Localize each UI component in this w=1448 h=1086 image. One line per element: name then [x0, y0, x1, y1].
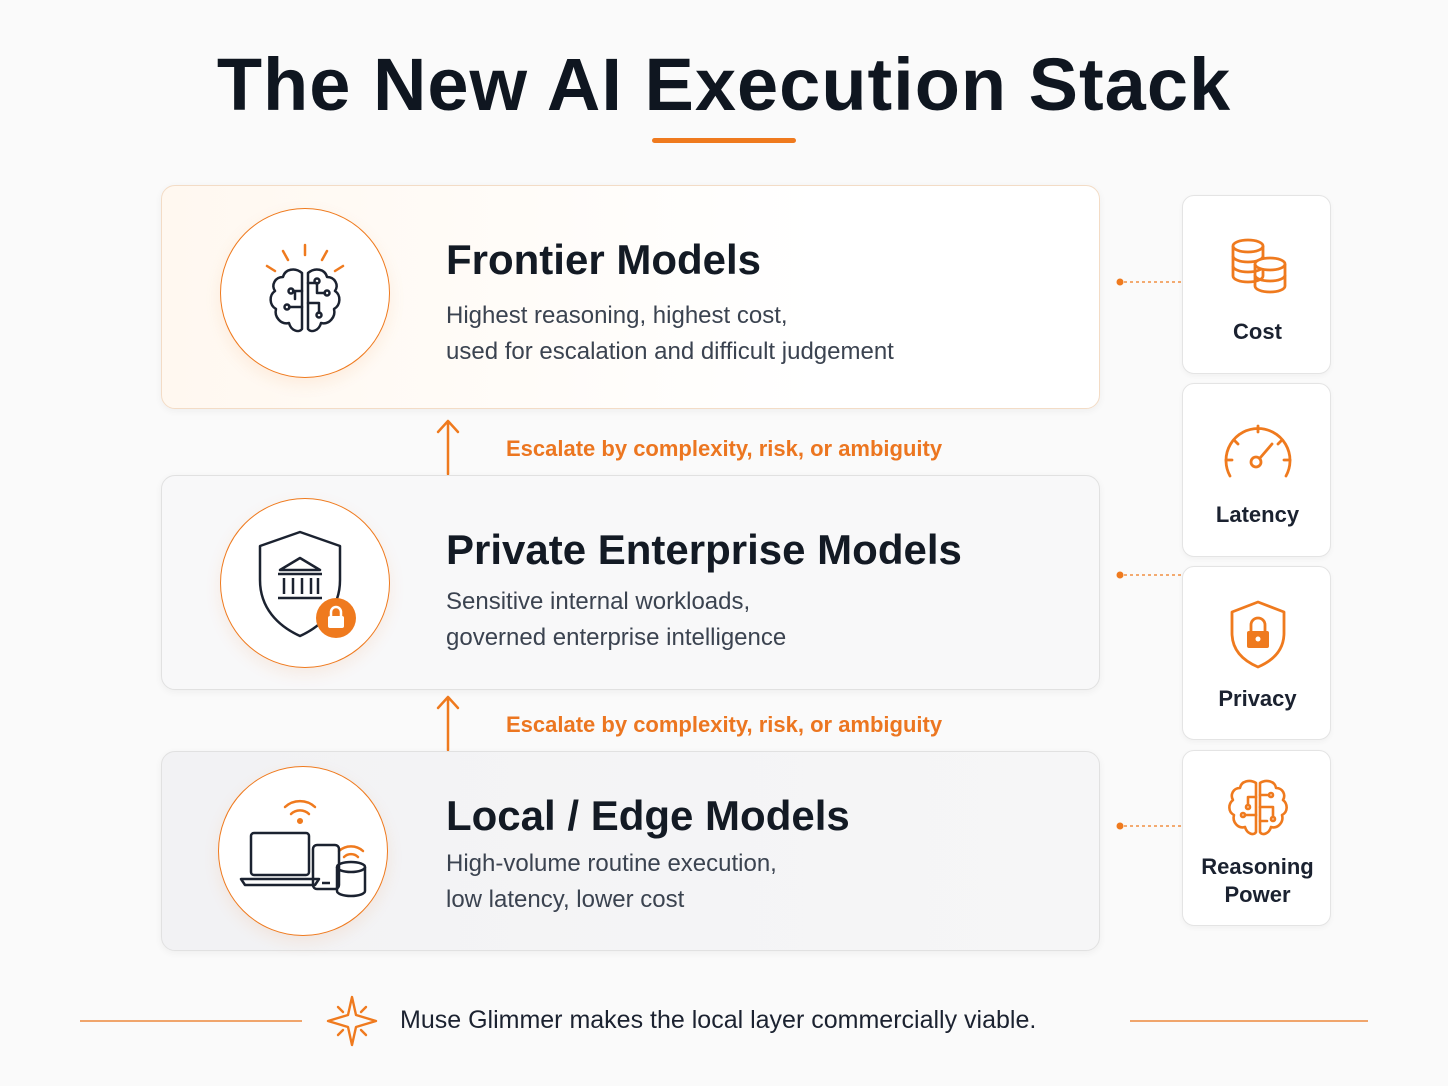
layer-title: Frontier Models — [446, 236, 762, 283]
sparkle-icon — [326, 995, 378, 1047]
up-arrow-icon — [436, 419, 460, 476]
connector-line — [1116, 822, 1183, 830]
shield-bank-lock-icon — [258, 530, 356, 638]
attribute-label: Latency — [1215, 502, 1300, 527]
enterprise-icon-circle — [220, 498, 390, 668]
desc-line: low latency, lower cost — [446, 886, 685, 913]
escalation-label: Escalate by complexity, risk, or ambigui… — [506, 712, 943, 737]
frontier-icon-circle — [220, 208, 390, 378]
attribute-card-cost: Cost — [1182, 195, 1331, 374]
up-arrow-icon — [436, 695, 460, 752]
escalation-label: Escalate by complexity, risk, or ambigui… — [506, 436, 943, 461]
coins-icon — [1231, 238, 1286, 294]
attribute-card-privacy: Privacy — [1182, 566, 1331, 740]
layer-private-enterprise: Private Enterprise Models Sensitive inte… — [161, 475, 1100, 690]
footer-divider-right — [1130, 1020, 1368, 1022]
connector-line — [1116, 278, 1183, 286]
attribute-label-line: Power — [1224, 882, 1291, 907]
edge-icon-circle — [218, 766, 388, 936]
attribute-label: Reasoning Power — [1183, 853, 1332, 909]
layer-title: Local / Edge Models — [446, 792, 850, 839]
desc-line: Highest reasoning, highest cost, — [446, 302, 788, 329]
shield-lock-icon — [1230, 600, 1285, 669]
attribute-label: Privacy — [1218, 686, 1297, 711]
layer-frontier: Frontier Models Highest reasoning, highe… — [161, 185, 1100, 409]
brain-circuit-icon — [1227, 779, 1288, 836]
attribute-label: Cost — [1233, 319, 1282, 344]
desc-line: governed enterprise intelligence — [446, 624, 787, 651]
desc-line: High-volume routine execution, — [446, 850, 777, 877]
layer-description: Sensitive internal workloads, governed e… — [446, 584, 786, 656]
brain-icon — [265, 243, 345, 333]
layer-title: Private Enterprise Models — [446, 526, 962, 573]
layer-description: High-volume routine execution, low laten… — [446, 846, 777, 918]
attribute-label-line: Reasoning — [1201, 854, 1314, 879]
layer-local-edge: Local / Edge Models High-volume routine … — [161, 751, 1100, 951]
desc-line: used for escalation and difficult judgem… — [446, 338, 894, 365]
footer-text: Muse Glimmer makes the local layer comme… — [400, 1006, 1037, 1034]
title-underline — [652, 138, 796, 143]
desc-line: Sensitive internal workloads, — [446, 588, 751, 615]
connector-line — [1116, 571, 1183, 579]
edge-devices-icon — [239, 799, 367, 898]
attribute-card-latency: Latency — [1182, 383, 1331, 557]
page-title: The New AI Execution Stack — [216, 43, 1232, 126]
gauge-icon — [1224, 424, 1291, 478]
footer-divider-left — [80, 1020, 302, 1022]
layer-description: Highest reasoning, highest cost, used fo… — [446, 298, 894, 370]
attribute-card-reasoning-power: Reasoning Power — [1182, 750, 1331, 926]
